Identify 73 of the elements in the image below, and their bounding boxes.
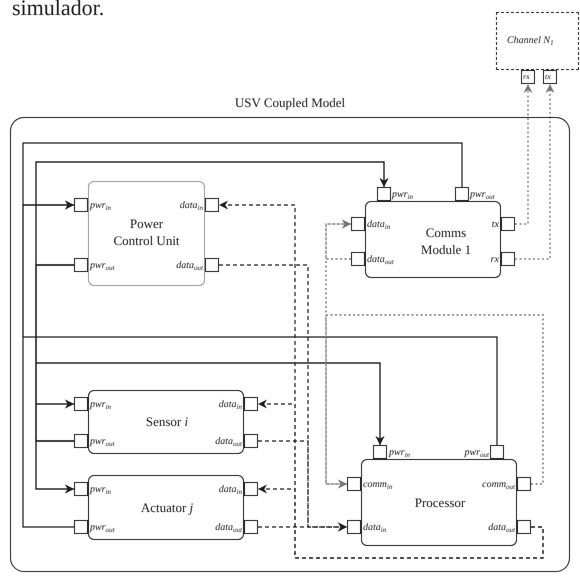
port-square	[377, 187, 391, 201]
port-label: pwr$_{out}$	[470, 188, 495, 202]
port-label: tx	[492, 218, 499, 232]
port-label: data$_{out}$	[176, 259, 203, 273]
port-label: data$_{out}$	[215, 435, 242, 449]
port-square	[501, 217, 515, 231]
port-label: data$_{in}$	[367, 218, 390, 232]
port-square	[244, 520, 258, 534]
module-box	[88, 181, 205, 286]
port-square	[244, 434, 258, 448]
port-label: pwr$_{in}$	[392, 188, 414, 202]
connector-arrow	[258, 484, 544, 559]
port-label: comm$_{in}$	[363, 478, 392, 492]
module-name: Actuator j	[140, 499, 194, 516]
port-label: pwr$_{out}$	[90, 521, 115, 535]
connector-arrow	[35, 362, 384, 445]
port-label: pwr$_{out}$	[90, 259, 115, 273]
port-square	[347, 520, 361, 534]
port-square	[74, 397, 88, 411]
port-label: rx	[490, 253, 499, 267]
connector-arrow	[35, 440, 74, 494]
port-square	[373, 445, 387, 459]
channel-name: Channel N$_{1}$	[507, 35, 554, 46]
module-name: Sensor i	[144, 413, 190, 430]
port-label: pwr$_{in}$	[389, 446, 410, 460]
model-title: USV Coupled Model	[234, 95, 346, 111]
port-square	[521, 70, 535, 84]
port-label: tx	[545, 71, 551, 83]
port-label: data$_{out}$	[367, 253, 394, 267]
port-square	[543, 70, 557, 84]
connector-arrow	[515, 84, 554, 260]
connector-arrow	[22, 200, 74, 528]
port-label: pwr$_{out}$	[464, 446, 489, 460]
port-square	[347, 477, 361, 491]
connector-arrow	[325, 258, 351, 488]
connector-arrow	[515, 84, 532, 225]
module-name: Comms Module 1	[420, 224, 472, 258]
module-box	[88, 390, 244, 454]
port-square	[455, 187, 469, 201]
port-label: pwr$_{out}$	[90, 435, 115, 449]
port-square	[244, 397, 258, 411]
port-label: data$_{in}$	[218, 398, 242, 412]
module-name: Processor	[414, 494, 466, 511]
port-square	[501, 252, 515, 266]
port-label: data$_{in}$	[363, 521, 386, 535]
port-square	[205, 198, 219, 212]
port-square	[74, 198, 88, 212]
port-label: data$_{in}$	[218, 483, 242, 497]
port-label: data$_{in}$	[180, 199, 203, 213]
port-label: data$_{out}$	[488, 521, 515, 535]
port-square	[205, 258, 219, 272]
port-label: rx	[523, 71, 530, 83]
port-square	[74, 482, 88, 496]
port-label: comm$_{out}$	[482, 478, 515, 492]
connector-arrow	[35, 400, 74, 442]
port-square	[244, 482, 258, 496]
port-square	[517, 477, 531, 491]
port-square	[517, 520, 531, 534]
port-label: pwr$_{in}$	[90, 398, 112, 412]
port-square	[74, 434, 88, 448]
port-square	[74, 258, 88, 272]
connector-arrow	[325, 220, 351, 260]
port-label: data$_{out}$	[215, 521, 242, 535]
port-square	[74, 520, 88, 534]
connector-arrow	[258, 522, 347, 532]
port-square	[351, 217, 365, 231]
port-square	[351, 252, 365, 266]
port-label: pwr$_{in}$	[90, 199, 112, 213]
module-name: Power Control Unit	[112, 215, 181, 249]
module-box	[88, 475, 244, 540]
port-square	[490, 445, 504, 459]
body-text: simulador.	[12, 0, 104, 20]
port-label: pwr$_{in}$	[90, 483, 112, 497]
